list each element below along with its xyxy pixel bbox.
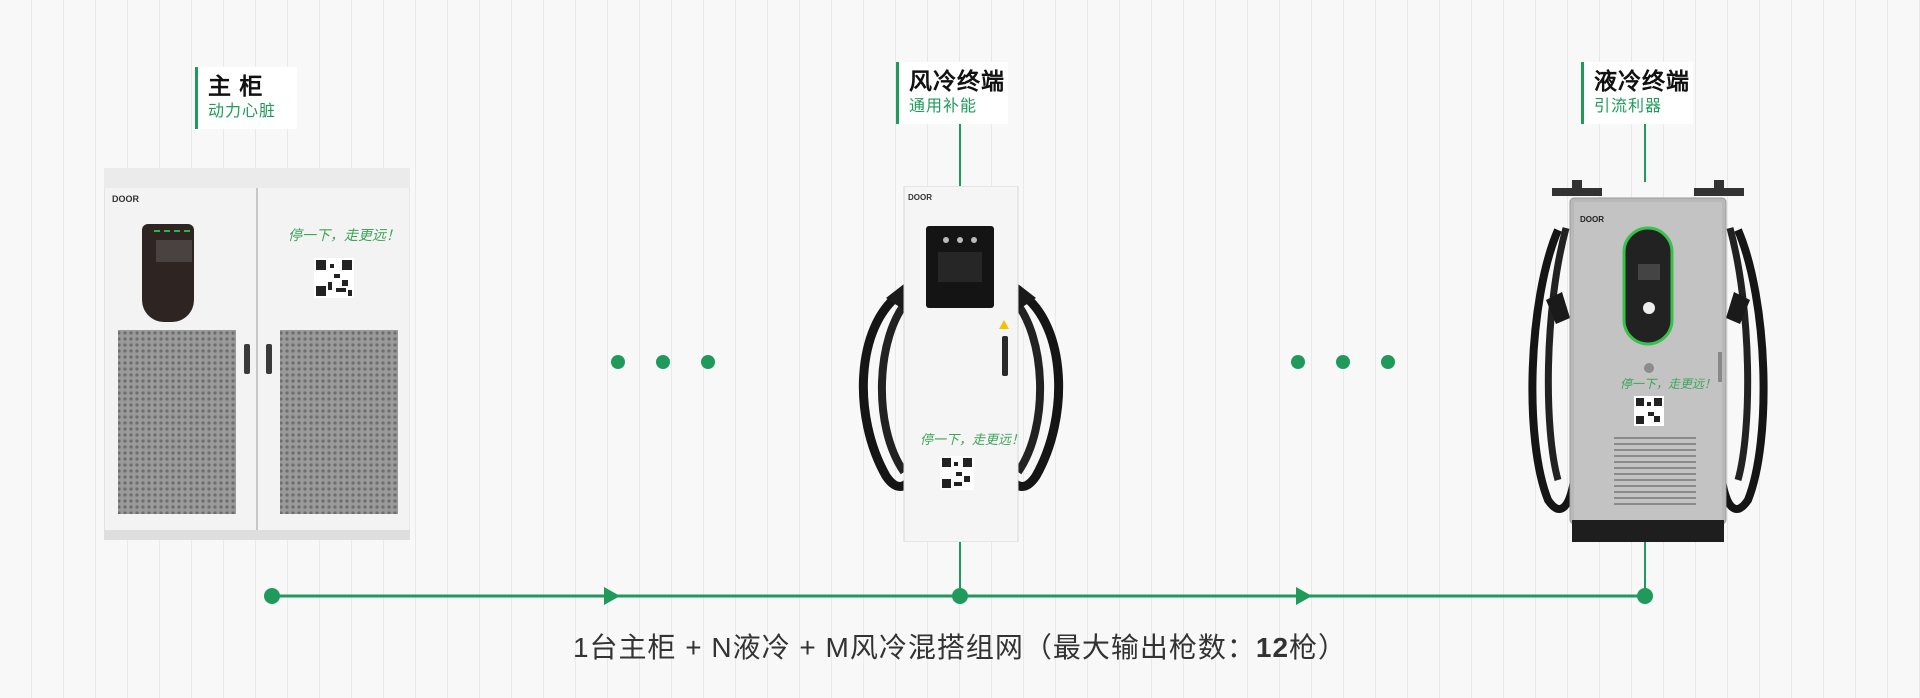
door-handle — [1718, 352, 1722, 382]
warning-icon — [999, 320, 1009, 329]
liquid-terminal-image: DOOR 停一下，走更远！ — [1528, 180, 1768, 542]
liquid-terminal-title: 液冷终端 — [1594, 68, 1690, 94]
liquid-terminal-brand: DOOR — [1580, 215, 1604, 224]
node-main-cabinet — [264, 588, 280, 604]
air-terminal-brand: DOOR — [908, 193, 932, 202]
qr-code-icon — [314, 258, 354, 298]
door-handle — [266, 344, 272, 374]
caption-gun-count: 12 — [1255, 632, 1290, 663]
qr-code-icon — [1634, 396, 1664, 426]
ellipsis-dots-icon — [611, 355, 715, 369]
liquid-terminal-slogan: 停一下，走更远！ — [1620, 377, 1716, 391]
arrow-right-icon — [604, 587, 620, 605]
main-cabinet-brand: DOOR — [112, 194, 140, 204]
air-terminal-title: 风冷终端 — [909, 68, 1005, 94]
node-liquid-terminal — [1637, 588, 1653, 604]
liquid-terminal-label: 液冷终端 引流利器 — [1581, 62, 1693, 124]
main-cabinet-label: 主 柜 动力心脏 — [195, 67, 297, 129]
main-cabinet-title: 主 柜 — [208, 73, 264, 99]
network-caption: 1台主柜 + N液冷 + M风冷混搭组网（最大输出枪数：12枪） — [0, 626, 1920, 666]
caption-text: 1台主柜 + N液冷 + M风冷混搭组网（最大输出枪数： — [572, 632, 1256, 663]
air-terminal-label: 风冷终端 通用补能 — [896, 62, 1008, 124]
ellipsis-dots-icon — [1291, 355, 1395, 369]
hmi-screen — [1622, 226, 1674, 346]
emergency-stop-icon — [1644, 363, 1654, 373]
door-handle — [1002, 336, 1008, 376]
liquid-terminal-subtitle: 引流利器 — [1594, 98, 1663, 115]
main-cabinet-image: DOOR 停一下，走更远！ — [104, 168, 410, 540]
card-reader-icon — [1643, 302, 1655, 314]
caption-suffix: 枪） — [1289, 632, 1348, 663]
air-terminal-subtitle: 通用补能 — [909, 98, 978, 115]
air-terminal-image: DOOR 停一下，走更远！ — [858, 186, 1064, 542]
hmi-screen — [142, 224, 194, 322]
door-handle — [244, 344, 250, 374]
air-terminal-slogan: 停一下，走更远！ — [920, 432, 1024, 447]
main-cabinet-slogan: 停一下，走更远！ — [288, 227, 400, 243]
vent-grille — [1614, 437, 1696, 505]
node-air-terminal — [952, 588, 968, 604]
arrow-right-icon — [1296, 587, 1312, 605]
qr-code-icon — [940, 456, 974, 490]
main-cabinet-subtitle: 动力心脏 — [208, 103, 277, 120]
